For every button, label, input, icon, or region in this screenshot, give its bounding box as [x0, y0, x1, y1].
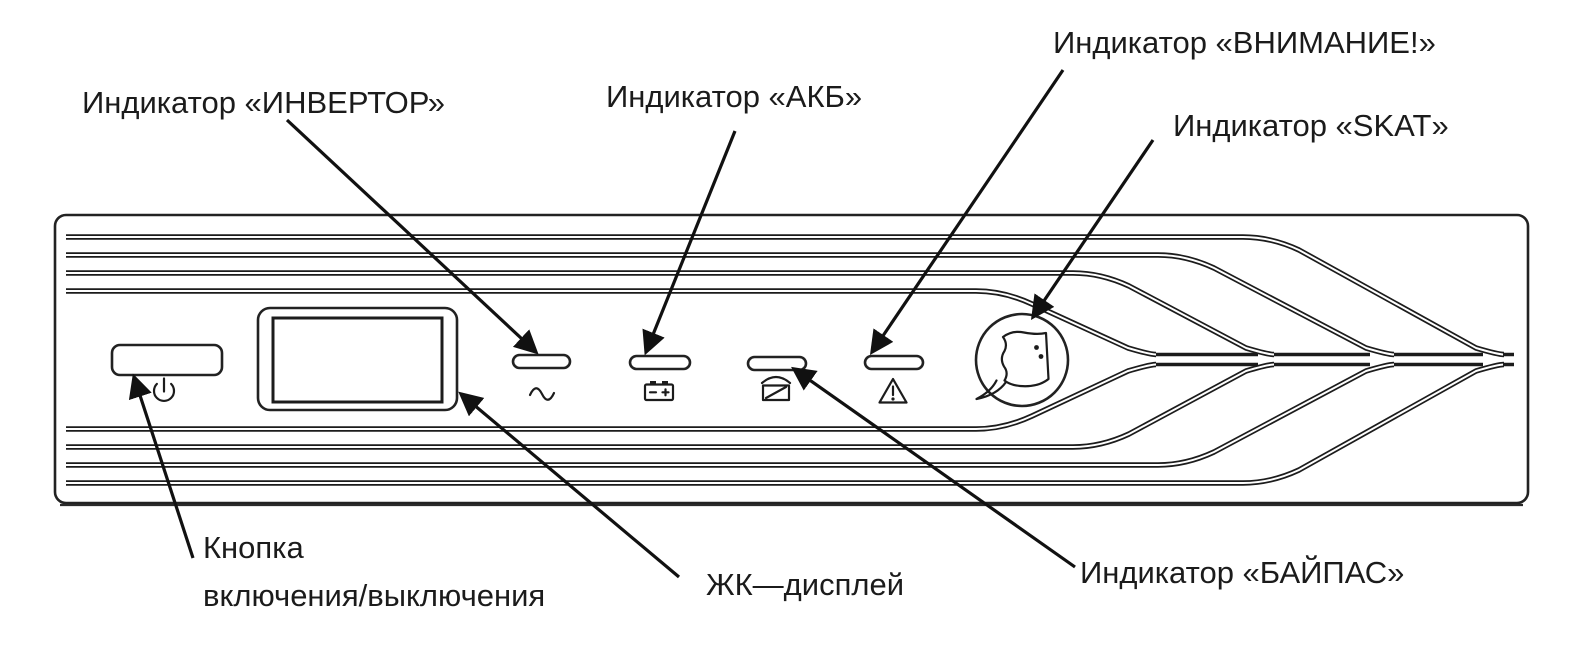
- led-indicators: [511, 353, 925, 404]
- power-button: [110, 343, 224, 403]
- label-power-button: Кнопка включения/выключения: [203, 524, 545, 620]
- lcd-display: [256, 306, 459, 412]
- label-skat-indicator: Индикатор «SKAT»: [1173, 108, 1449, 143]
- callout-arrows: [128, 69, 1155, 579]
- label-lcd-display: ЖК—дисплей: [706, 567, 905, 602]
- sine-wave-icon: [528, 387, 556, 401]
- power-icon: [152, 377, 176, 403]
- label-power-button-line2: включения/выключения: [203, 578, 546, 613]
- label-bypass-indicator: Индикатор «БАЙПАС»: [1080, 555, 1405, 590]
- arrow-lcd: [458, 391, 681, 579]
- arrow-skat: [1030, 139, 1155, 320]
- label-inverter-indicator: Индикатор «ИНВЕРТОР»: [82, 85, 445, 120]
- label-battery-indicator: Индикатор «АКБ»: [606, 79, 863, 114]
- battery-icon: [643, 381, 675, 402]
- led-battery: [628, 354, 692, 371]
- arrow-battery: [642, 130, 737, 356]
- skat-stingray-logo-icon: [974, 312, 1070, 408]
- bypass-icon: [760, 375, 792, 402]
- arrow-attention: [869, 69, 1065, 355]
- stripe-stems: [1156, 352, 1514, 367]
- arrow-power-button: [128, 373, 195, 559]
- warning-triangle-icon: [878, 377, 908, 404]
- arrow-bypass: [791, 366, 1076, 569]
- label-power-button-line1: Кнопка: [203, 530, 304, 565]
- arrow-inverter: [285, 118, 539, 355]
- led-attention: [863, 354, 925, 371]
- label-attention-indicator: Индикатор «ВНИМАНИЕ!»: [1053, 25, 1436, 60]
- led-inverter: [511, 353, 572, 370]
- led-bypass: [746, 355, 808, 372]
